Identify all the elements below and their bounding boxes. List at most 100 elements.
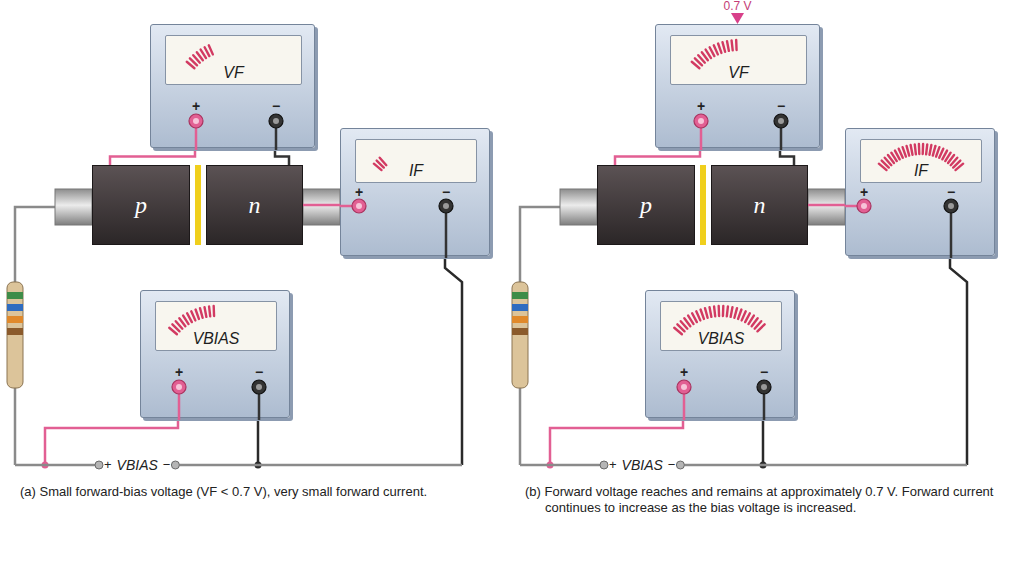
terminal-sign: +	[674, 364, 694, 380]
battery-text: −	[668, 457, 676, 473]
probe-lead	[258, 394, 261, 420]
terminal	[774, 114, 788, 128]
scale-tick	[727, 41, 729, 51]
scale-tick	[710, 47, 715, 56]
scale-tick	[196, 310, 199, 319]
terminal-sign: +	[169, 364, 189, 380]
scale-tick	[732, 40, 733, 50]
wire	[615, 148, 700, 165]
scale-tick	[742, 311, 746, 320]
lead-wire	[15, 207, 55, 282]
lead-wire	[14, 388, 17, 465]
terminal	[857, 199, 871, 213]
scale-tick	[696, 311, 700, 320]
terminal	[269, 114, 283, 128]
probe-lead	[780, 128, 783, 150]
meter-screen: VF	[165, 35, 302, 85]
probe-lead	[700, 128, 703, 150]
voltmeter: VBIAS+−	[645, 290, 795, 418]
ammeter: IF+−	[340, 128, 490, 256]
terminal-core	[681, 384, 687, 390]
terminal	[944, 199, 958, 213]
terminal-sign: −	[436, 184, 456, 200]
battery-label: +VBIAS−	[104, 457, 170, 473]
scale-tick	[722, 306, 725, 316]
resistor-band	[7, 292, 23, 299]
battery-text: VBIAS	[622, 457, 663, 473]
scale-tick	[701, 310, 704, 319]
scale-tick	[191, 311, 195, 320]
terminal-core	[193, 118, 199, 124]
battery-text: +	[609, 457, 617, 473]
scale-tick	[692, 313, 697, 322]
resistor-symbol	[7, 282, 23, 388]
p-region: p	[92, 165, 190, 245]
diode-lead	[303, 189, 340, 225]
meter-screen: VF	[670, 35, 807, 85]
terminal	[189, 114, 203, 128]
probe-lead	[950, 213, 953, 258]
region-letter: p	[135, 192, 147, 219]
scale-tick	[714, 306, 715, 316]
wire	[780, 148, 794, 165]
terminal-core	[256, 384, 262, 390]
scale-tick	[738, 310, 741, 319]
battery-terminal	[676, 461, 684, 469]
terminal-sign: −	[266, 98, 286, 114]
scale-tick	[918, 144, 921, 154]
wire	[110, 148, 195, 165]
scale-tick	[727, 306, 728, 316]
region-letter: p	[640, 192, 652, 219]
terminal-core	[761, 384, 767, 390]
probe-lead	[340, 205, 352, 208]
probe-lead	[275, 128, 278, 150]
meter-graphics	[846, 129, 996, 257]
pointer-marker	[731, 13, 744, 24]
terminal-sign: −	[754, 364, 774, 380]
meter-screen: IF	[860, 139, 982, 183]
probe-lead	[445, 256, 462, 465]
figure-caption: (b) Forward voltage reaches and remains …	[525, 484, 1017, 516]
terminal-sign: +	[186, 98, 206, 114]
scale-tick	[922, 144, 925, 154]
terminal-sign: −	[771, 98, 791, 114]
scale-tick	[903, 147, 906, 156]
scale-tick	[731, 307, 733, 317]
battery-terminal	[95, 461, 103, 469]
terminal	[677, 380, 691, 394]
scale-tick	[929, 145, 931, 155]
scale-tick	[714, 45, 718, 54]
terminal-sign: +	[349, 184, 369, 200]
terminal-sign: +	[691, 98, 711, 114]
scale-tick	[757, 324, 764, 331]
scale-tick	[911, 145, 913, 155]
scale-tick	[735, 40, 738, 50]
n-region: n	[206, 165, 303, 245]
reading-label: 0.7 V	[724, 0, 752, 12]
region-letter: n	[754, 192, 766, 219]
terminal-core	[861, 203, 867, 209]
bottom-wire	[179, 464, 462, 467]
probe-lead	[763, 394, 766, 420]
scale-tick	[380, 158, 387, 166]
battery-terminal	[171, 461, 179, 469]
terminal-sign: +	[854, 184, 874, 200]
p-region: p	[597, 165, 695, 245]
scale-tick	[722, 42, 725, 52]
meter-label: VF	[166, 64, 301, 82]
bottom-wire	[520, 464, 600, 467]
terminal-core	[273, 118, 279, 124]
wire	[275, 148, 289, 165]
terminal-core	[356, 203, 362, 209]
scale-tick	[933, 146, 936, 156]
wire	[808, 204, 845, 207]
meter-graphics	[151, 25, 316, 149]
terminal	[757, 380, 771, 394]
ammeter: IF+−	[845, 128, 995, 256]
scale-tick	[936, 147, 939, 156]
scale-tick	[205, 307, 207, 317]
wire	[303, 204, 340, 207]
scale-tick	[209, 306, 210, 316]
scale-tick	[710, 307, 712, 317]
